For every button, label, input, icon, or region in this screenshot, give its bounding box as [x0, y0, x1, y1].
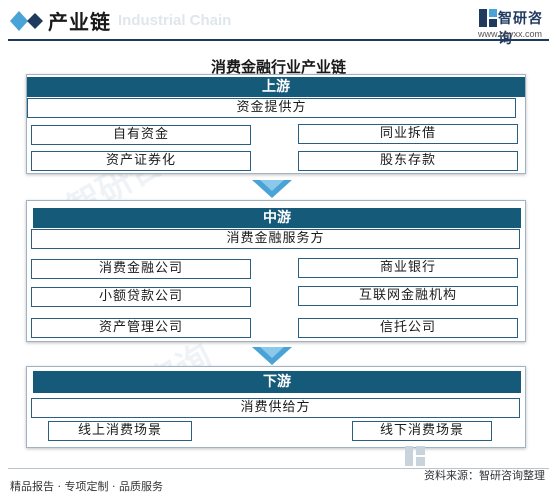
midstream-item: 信托公司	[298, 318, 518, 338]
midstream-item: 消费金融公司	[31, 259, 251, 279]
midstream-label: 中游	[33, 208, 521, 228]
logo-text: 智研咨询	[498, 11, 543, 47]
upstream-item: 同业拆借	[298, 124, 518, 144]
logo-url: www.chyxx.com	[478, 29, 543, 39]
downstream-item: 线上消费场景	[48, 421, 192, 441]
arrow-down-icon	[252, 347, 292, 365]
upstream-item: 自有资金	[31, 125, 251, 145]
arrow-down-icon	[252, 180, 292, 198]
midstream-item: 资产管理公司	[31, 318, 251, 338]
source-note: 资料来源：智研咨询整理	[424, 469, 545, 482]
downstream-item: 线下消费场景	[352, 421, 492, 441]
midstream-category: 消费金融服务方	[31, 229, 520, 249]
logo-icon	[479, 9, 497, 27]
downstream-category: 消费供给方	[31, 398, 520, 418]
upstream-item: 资产证券化	[31, 151, 251, 171]
diagram-title: 消费金融行业产业链	[210, 58, 346, 76]
header-diamond-icon	[10, 11, 43, 31]
midstream-item: 商业银行	[298, 258, 518, 278]
upstream-item: 股东存款	[298, 151, 518, 171]
footer-divider	[8, 468, 549, 469]
midstream-item: 小额贷款公司	[31, 287, 251, 307]
downstream-label: 下游	[33, 371, 521, 393]
upstream-category: 资金提供方	[27, 98, 516, 118]
upstream-label: 上游	[27, 77, 525, 97]
header-subtitle: Industrial Chain	[118, 12, 232, 29]
footer-logo-icon	[405, 446, 425, 466]
page-title: 产业链	[48, 10, 111, 34]
midstream-item: 互联网金融机构	[298, 286, 518, 306]
footer-slogan: 精品报告 · 专项定制 · 品质服务	[10, 480, 163, 493]
header-divider	[8, 39, 549, 41]
